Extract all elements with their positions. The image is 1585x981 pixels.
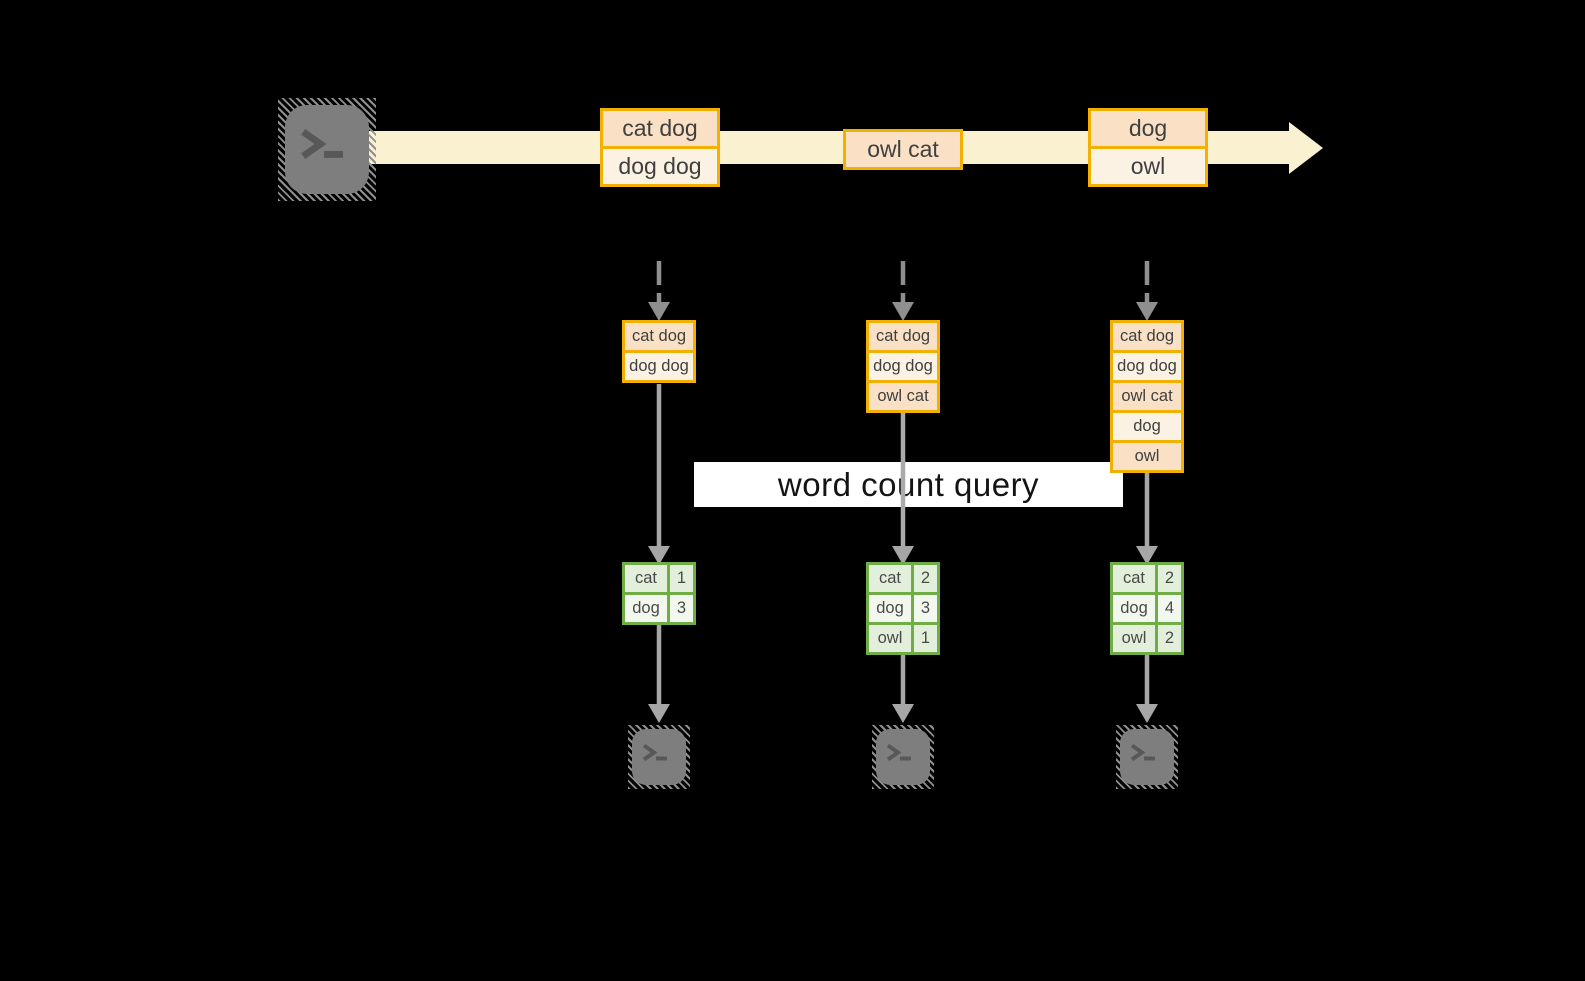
line-row: cat dog	[603, 111, 717, 146]
line-row: dog dog	[869, 353, 937, 380]
count-cell: 2	[1158, 625, 1181, 652]
count-cell: 4	[1158, 595, 1181, 622]
accumulated-input-stack-2: cat dog dog dog owl cat	[866, 320, 940, 413]
line-row: dog dog	[1113, 353, 1181, 380]
terminal-prompt-icon	[642, 744, 667, 762]
query-arrow-1	[648, 384, 670, 565]
line-row: cat dog	[625, 323, 693, 350]
count-cell: 2	[914, 565, 937, 592]
terminal-body	[876, 729, 930, 785]
count-cell: 1	[670, 565, 693, 592]
line-row: owl cat	[869, 383, 937, 410]
accumulated-input-stack-3: cat dog dog dog owl cat dog owl	[1110, 320, 1184, 473]
word-cell: cat	[869, 565, 911, 592]
word-count-query-text: word count query	[777, 465, 1040, 503]
query-arrow-2	[892, 413, 914, 565]
word-cell: cat	[1113, 565, 1155, 592]
line-row: owl	[1113, 443, 1181, 470]
terminal-prompt-icon	[1130, 744, 1155, 762]
terminal-body	[632, 729, 686, 785]
sink-terminal-icon-1	[628, 725, 690, 789]
count-cell: 1	[914, 625, 937, 652]
word-cell: cat	[625, 565, 667, 592]
sink-terminal-icon-3	[1116, 725, 1178, 789]
terminal-body	[285, 105, 369, 194]
terminal-body	[1120, 729, 1174, 785]
line-row: owl cat	[1113, 383, 1181, 410]
dashed-arrow-3	[1136, 261, 1158, 321]
stream-batch-2: owl cat	[843, 129, 963, 170]
count-cell: 3	[914, 595, 937, 622]
query-arrow-3	[1136, 473, 1158, 565]
sink-arrow-3	[1136, 655, 1158, 723]
word-cell: owl	[869, 625, 911, 652]
line-row: dog	[1113, 413, 1181, 440]
terminal-prompt-icon	[301, 129, 344, 160]
word-cell: dog	[1113, 595, 1155, 622]
dashed-arrow-2	[892, 261, 914, 321]
stream-arrow-head	[1289, 122, 1323, 174]
source-terminal-icon	[278, 98, 376, 201]
line-row: dog dog	[603, 149, 717, 184]
count-cell: 2	[1158, 565, 1181, 592]
line-row: owl cat	[846, 132, 960, 167]
line-row: dog	[1091, 111, 1205, 146]
word-cell: dog	[625, 595, 667, 622]
word-cell: owl	[1113, 625, 1155, 652]
dashed-arrow-1	[648, 261, 670, 321]
line-row: cat dog	[869, 323, 937, 350]
accumulated-input-stack-1: cat dog dog dog	[622, 320, 696, 383]
sink-arrow-2	[892, 655, 914, 723]
line-row: owl	[1091, 149, 1205, 184]
terminal-prompt-icon	[886, 744, 911, 762]
count-cell: 3	[670, 595, 693, 622]
line-row: cat dog	[1113, 323, 1181, 350]
line-row: dog dog	[625, 353, 693, 380]
word-count-query-label: word count query	[694, 462, 1123, 507]
word-cell: dog	[869, 595, 911, 622]
sink-terminal-icon-2	[872, 725, 934, 789]
sink-arrow-1	[648, 624, 670, 723]
